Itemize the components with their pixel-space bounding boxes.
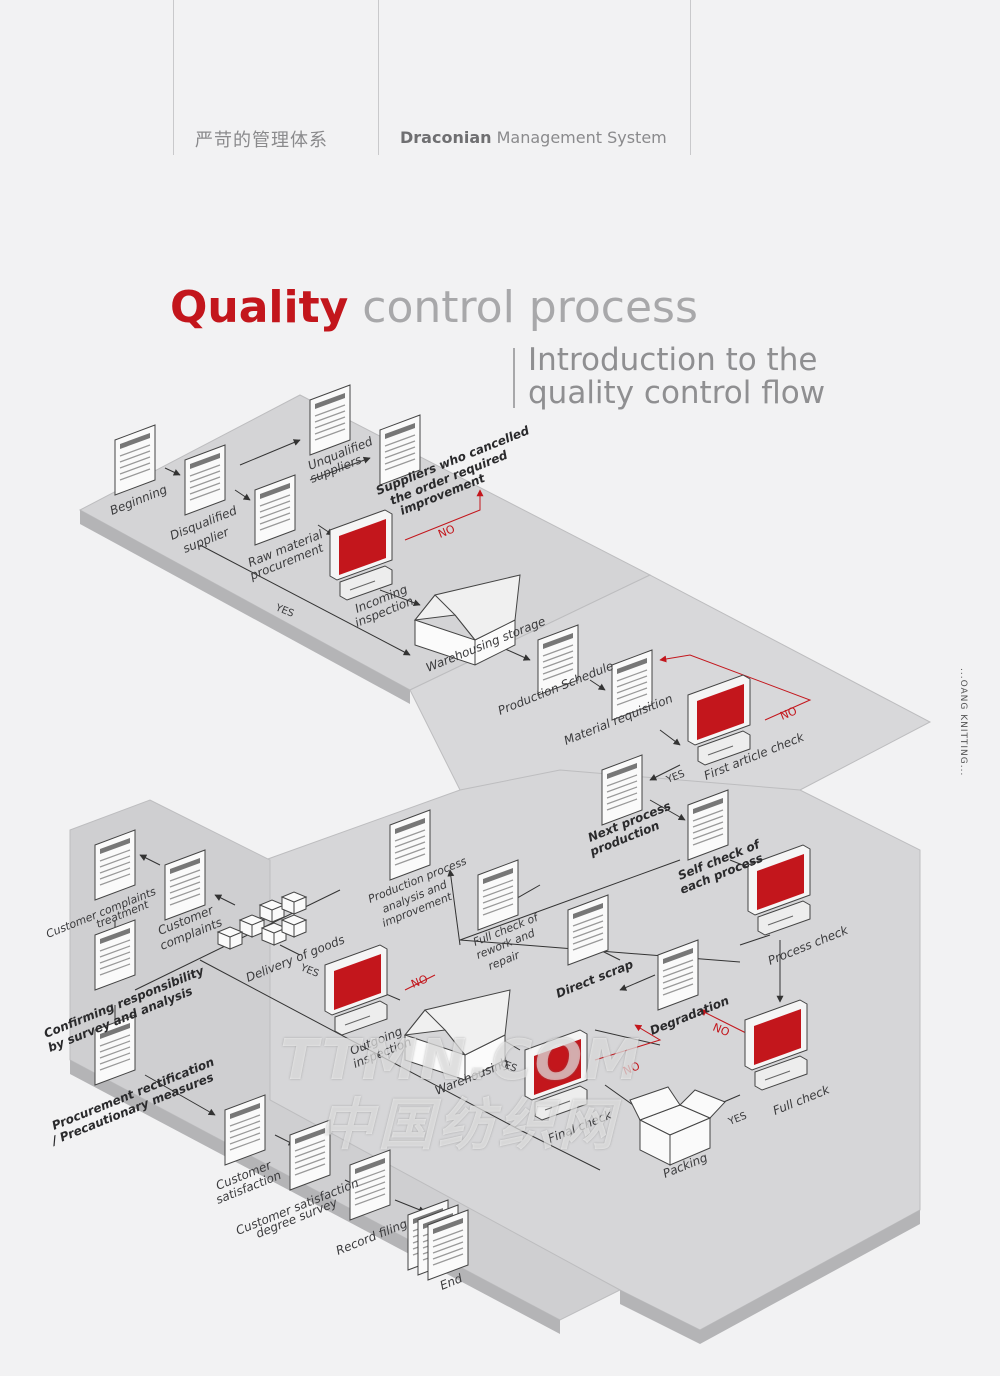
box-icon-delivery <box>216 891 308 950</box>
page-title: Quality control process <box>170 282 698 333</box>
label-no-final-check: NO <box>621 1059 642 1078</box>
no-lines <box>404 489 812 1061</box>
header-divider-2 <box>378 0 379 155</box>
header-english-bold: Draconian <box>400 128 492 147</box>
header-chinese-title: 严苛的管理体系 <box>195 130 328 151</box>
subtitle-line-2: quality control flow <box>528 375 826 411</box>
seal-text: ...OANG KNITTING... <box>958 668 968 777</box>
subtitle-line-1: Introduction to the <box>528 342 818 378</box>
label-no-first-article: NO <box>778 704 799 723</box>
page-title-rest: control process <box>348 282 698 333</box>
header-divider-1 <box>173 0 174 155</box>
box-icon-packing <box>629 1086 726 1166</box>
subtitle-bar <box>513 348 515 408</box>
watermark-line-2: 中国纺织网 <box>318 1093 618 1158</box>
label-no-incoming: NO <box>436 522 457 541</box>
page-title-bold: Quality <box>170 282 349 333</box>
platform-supplier-edge <box>80 510 410 704</box>
watermark-line-1: TTMN.COM <box>280 1028 642 1093</box>
label-no-full-check: NO <box>711 1021 732 1040</box>
subtitle: Introduction to the quality control flow <box>528 344 908 410</box>
icons <box>94 384 811 1281</box>
label-no-outgoing: NO <box>409 972 430 991</box>
header-english-rest: Management System <box>491 128 667 147</box>
header-divider-3 <box>690 0 691 155</box>
header-english-title: Draconian Management System <box>400 128 667 147</box>
